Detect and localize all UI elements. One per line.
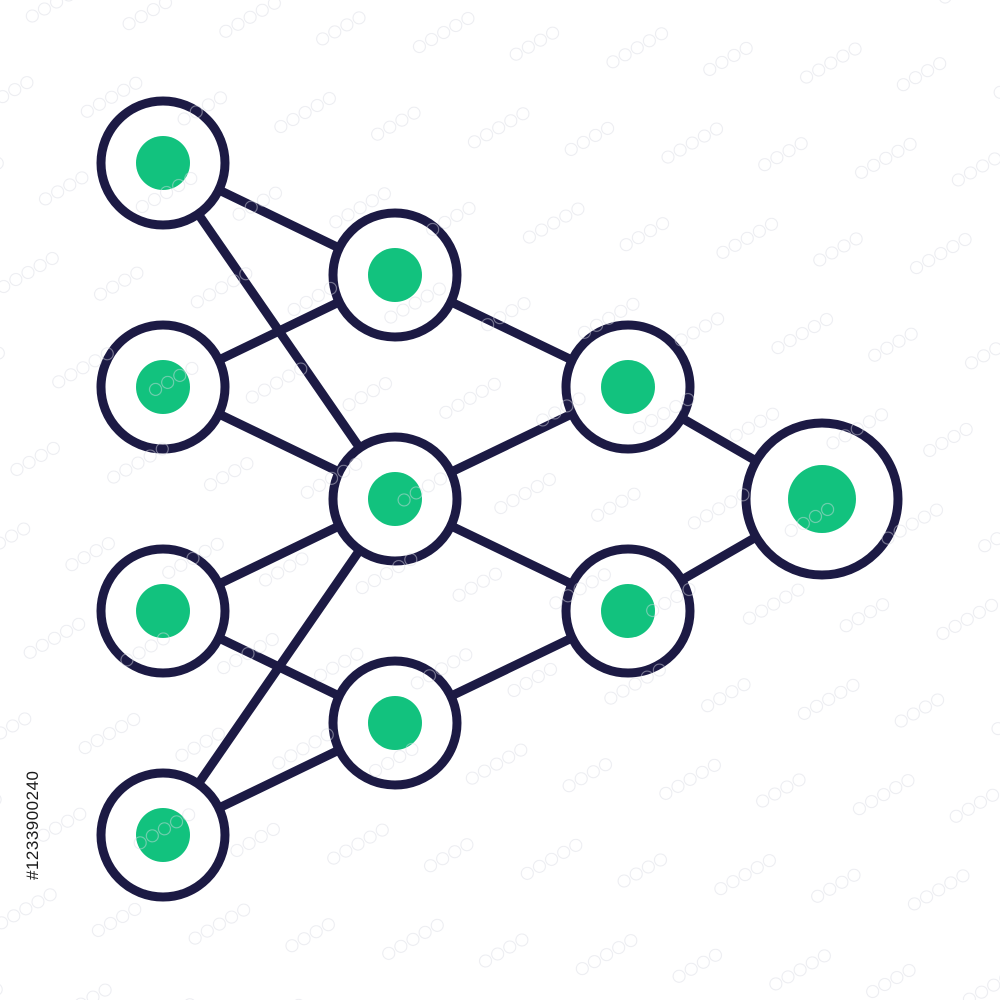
node-input-4 (96, 768, 230, 902)
node-core (788, 465, 856, 533)
node-core (136, 584, 190, 638)
node-core (601, 360, 655, 414)
node-hidden-1-1 (328, 208, 462, 342)
node-hidden-2-2 (561, 544, 695, 678)
connection-lines (159, 158, 825, 840)
node-core (136, 360, 190, 414)
node-output-1 (741, 418, 903, 580)
stock-image-id: #1233900240 (23, 770, 42, 880)
node-input-2 (96, 320, 230, 454)
node-hidden-2-1 (561, 320, 695, 454)
node-core (368, 696, 422, 750)
network-nodes (96, 96, 903, 902)
node-input-3 (96, 544, 230, 678)
node-core (136, 808, 190, 862)
node-hidden-1-3 (328, 656, 462, 790)
node-core (601, 584, 655, 638)
node-core (136, 136, 190, 190)
node-input-1 (96, 96, 230, 230)
node-core (368, 472, 422, 526)
node-hidden-1-2 (328, 432, 462, 566)
node-core (368, 248, 422, 302)
